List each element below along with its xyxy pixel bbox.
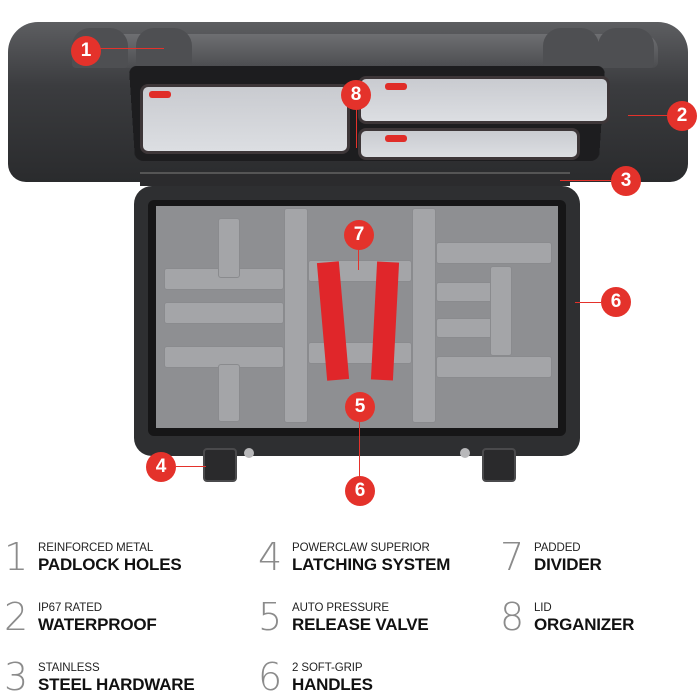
latch-left <box>203 448 237 482</box>
feature-title: LATCHING SYSTEM <box>292 555 451 574</box>
leader-line-2 <box>628 115 670 116</box>
callout-3: 3 <box>611 166 641 196</box>
feature-title: RELEASE VALVE <box>292 615 429 634</box>
feature-legend: 1 REINFORCED METAL PADLOCK HOLES 2 IP67 … <box>0 530 700 700</box>
feature-7: 7 PADDED DIVIDER <box>500 538 602 576</box>
feature-subtitle: STAINLESS <box>38 662 100 674</box>
callout-1: 1 <box>71 36 101 66</box>
horizontal-divider <box>164 302 284 324</box>
feature-6: 6 2 SOFT-GRIP HANDLES <box>258 658 373 696</box>
product-photo: 1 2 3 4 5 6 6 7 8 <box>8 22 697 506</box>
screw <box>460 448 470 458</box>
feature-number: 2 <box>4 595 29 639</box>
callout-5: 5 <box>345 392 375 422</box>
screw <box>244 448 254 458</box>
horizontal-divider <box>436 282 496 302</box>
feature-subtitle: POWERCLAW SUPERIOR <box>292 542 430 554</box>
feature-number: 8 <box>500 595 525 639</box>
feature-title: STEEL HARDWARE <box>38 675 195 694</box>
leader-line-3 <box>560 180 612 181</box>
leader-line-6 <box>575 302 601 303</box>
leader-line-1 <box>98 48 164 49</box>
leader-line-4 <box>176 466 206 467</box>
feature-title: WATERPROOF <box>38 615 157 634</box>
lid-padlock-ear <box>598 28 654 68</box>
callout-6-side: 6 <box>601 287 631 317</box>
feature-subtitle: LID <box>534 602 552 614</box>
feature-title: ORGANIZER <box>534 615 635 634</box>
hinge <box>140 172 570 186</box>
feature-3: 3 STAINLESS STEEL HARDWARE <box>4 658 195 696</box>
callout-8: 8 <box>341 80 371 110</box>
leader-line-7 <box>358 250 359 270</box>
leader-line-8 <box>356 108 357 148</box>
feature-number: 5 <box>258 595 283 639</box>
feature-number: 6 <box>258 655 283 699</box>
feature-1: 1 REINFORCED METAL PADLOCK HOLES <box>4 535 182 579</box>
lid-pouch-lower <box>358 128 580 160</box>
feature-subtitle: PADDED <box>534 542 581 554</box>
feature-number: 1 <box>4 535 29 579</box>
feature-number: 3 <box>4 655 29 699</box>
lid-padlock-ear <box>543 28 599 68</box>
feature-subtitle: IP67 RATED <box>38 602 102 614</box>
callout-4: 4 <box>146 452 176 482</box>
horizontal-divider <box>436 318 496 338</box>
feature-8: 8 LID ORGANIZER <box>500 598 634 636</box>
leader-line-5-6 <box>359 420 360 478</box>
feature-title: PADLOCK HOLES <box>38 555 182 574</box>
latch-right <box>482 448 516 482</box>
feature-4: 4 POWERCLAW SUPERIOR LATCHING SYSTEM <box>258 538 450 576</box>
horizontal-divider <box>436 242 552 264</box>
lid-pouch-large <box>140 84 350 154</box>
feature-subtitle: 2 SOFT-GRIP <box>292 662 363 674</box>
callout-2: 2 <box>667 101 697 131</box>
feature-5: 5 AUTO PRESSURE RELEASE VALVE <box>258 598 429 636</box>
vertical-divider <box>284 208 308 423</box>
callout-6-bottom: 6 <box>345 476 375 506</box>
short-divider <box>218 364 240 422</box>
feature-number: 4 <box>258 535 283 579</box>
feature-title: HANDLES <box>292 675 373 694</box>
feature-subtitle: AUTO PRESSURE <box>292 602 389 614</box>
lid-pouch-upper <box>358 76 610 124</box>
feature-number: 7 <box>500 535 525 579</box>
horizontal-divider <box>436 356 552 378</box>
feature-subtitle: REINFORCED METAL <box>38 542 154 554</box>
feature-2: 2 IP67 RATED WATERPROOF <box>4 598 157 636</box>
feature-title: DIVIDER <box>534 555 602 574</box>
callout-7: 7 <box>344 220 374 250</box>
short-divider <box>490 266 512 356</box>
short-divider <box>218 218 240 278</box>
vertical-divider <box>412 208 436 423</box>
